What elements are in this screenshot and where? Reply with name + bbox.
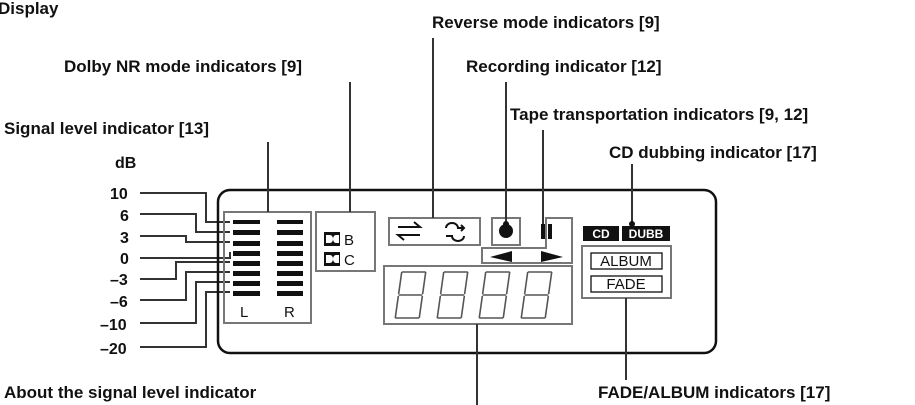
left-level-bars (233, 220, 260, 296)
dolby-nr-label: Dolby NR mode indicators [9] (64, 57, 302, 76)
db-tick-label: –6 (110, 294, 128, 311)
dubb-indicator (622, 226, 670, 241)
fade-indicator-label: FADE (606, 276, 645, 293)
diagram-title: Display (0, 0, 59, 18)
signal-level-label: Signal level indicator [13] (4, 119, 209, 138)
dolby-b-label: B (344, 232, 354, 249)
dolby-b-indicator: B (324, 232, 354, 249)
signal-level-meter (223, 211, 312, 324)
reverse-mode-box (388, 217, 481, 246)
cd-indicator-label: CD (592, 227, 610, 241)
pause-icon (541, 224, 552, 239)
db-tick-label: –3 (110, 272, 128, 289)
fade-indicator (590, 275, 663, 293)
dolby-c-indicator: C (324, 252, 355, 269)
continuous-reverse-icon (445, 222, 466, 242)
tape-transport-box (481, 217, 573, 264)
db-tick-label: –10 (100, 317, 127, 334)
db-tick-label: –20 (100, 341, 127, 358)
reverse-mode-label: Reverse mode indicators [9] (432, 13, 660, 32)
tape-transport-label: Tape transportation indicators [9, 12] (510, 105, 808, 124)
db-tick-label: 3 (120, 230, 129, 247)
db-tick-label: 6 (120, 208, 129, 225)
cd-dubbing-leader-dot (629, 221, 635, 227)
channel-left-label: L (240, 304, 248, 321)
recording-indicator-label: Recording indicator [12] (466, 57, 662, 76)
dubb-indicator-label: DUBB (629, 227, 664, 241)
db-leader-lines (140, 192, 231, 348)
cd-indicator (583, 226, 619, 241)
cd-dubbing-label: CD dubbing indicator [17] (609, 143, 817, 162)
dolby-nr-box (315, 211, 376, 272)
fade-album-label: FADE/ALBUM indicators [17] (598, 383, 830, 402)
db-tick-label: 10 (110, 186, 128, 203)
recording-dot-icon (499, 224, 513, 238)
db-unit-label: dB (115, 155, 136, 172)
lcd-panel (216, 188, 718, 355)
about-signal-level-label: About the signal level indicator (4, 383, 257, 402)
album-indicator (590, 252, 663, 270)
one-way-reverse-icon (395, 221, 423, 241)
album-indicator-label: ALBUM (600, 253, 652, 270)
rewind-arrow-icon (490, 251, 512, 262)
dolby-c-label: C (344, 252, 355, 269)
channel-right-label: R (284, 304, 295, 321)
forward-arrow-icon (541, 251, 563, 262)
db-tick-label: 0 (120, 251, 129, 268)
recording-leader-dot (503, 221, 509, 227)
counter-digits (394, 271, 553, 319)
right-level-bars (277, 220, 303, 296)
